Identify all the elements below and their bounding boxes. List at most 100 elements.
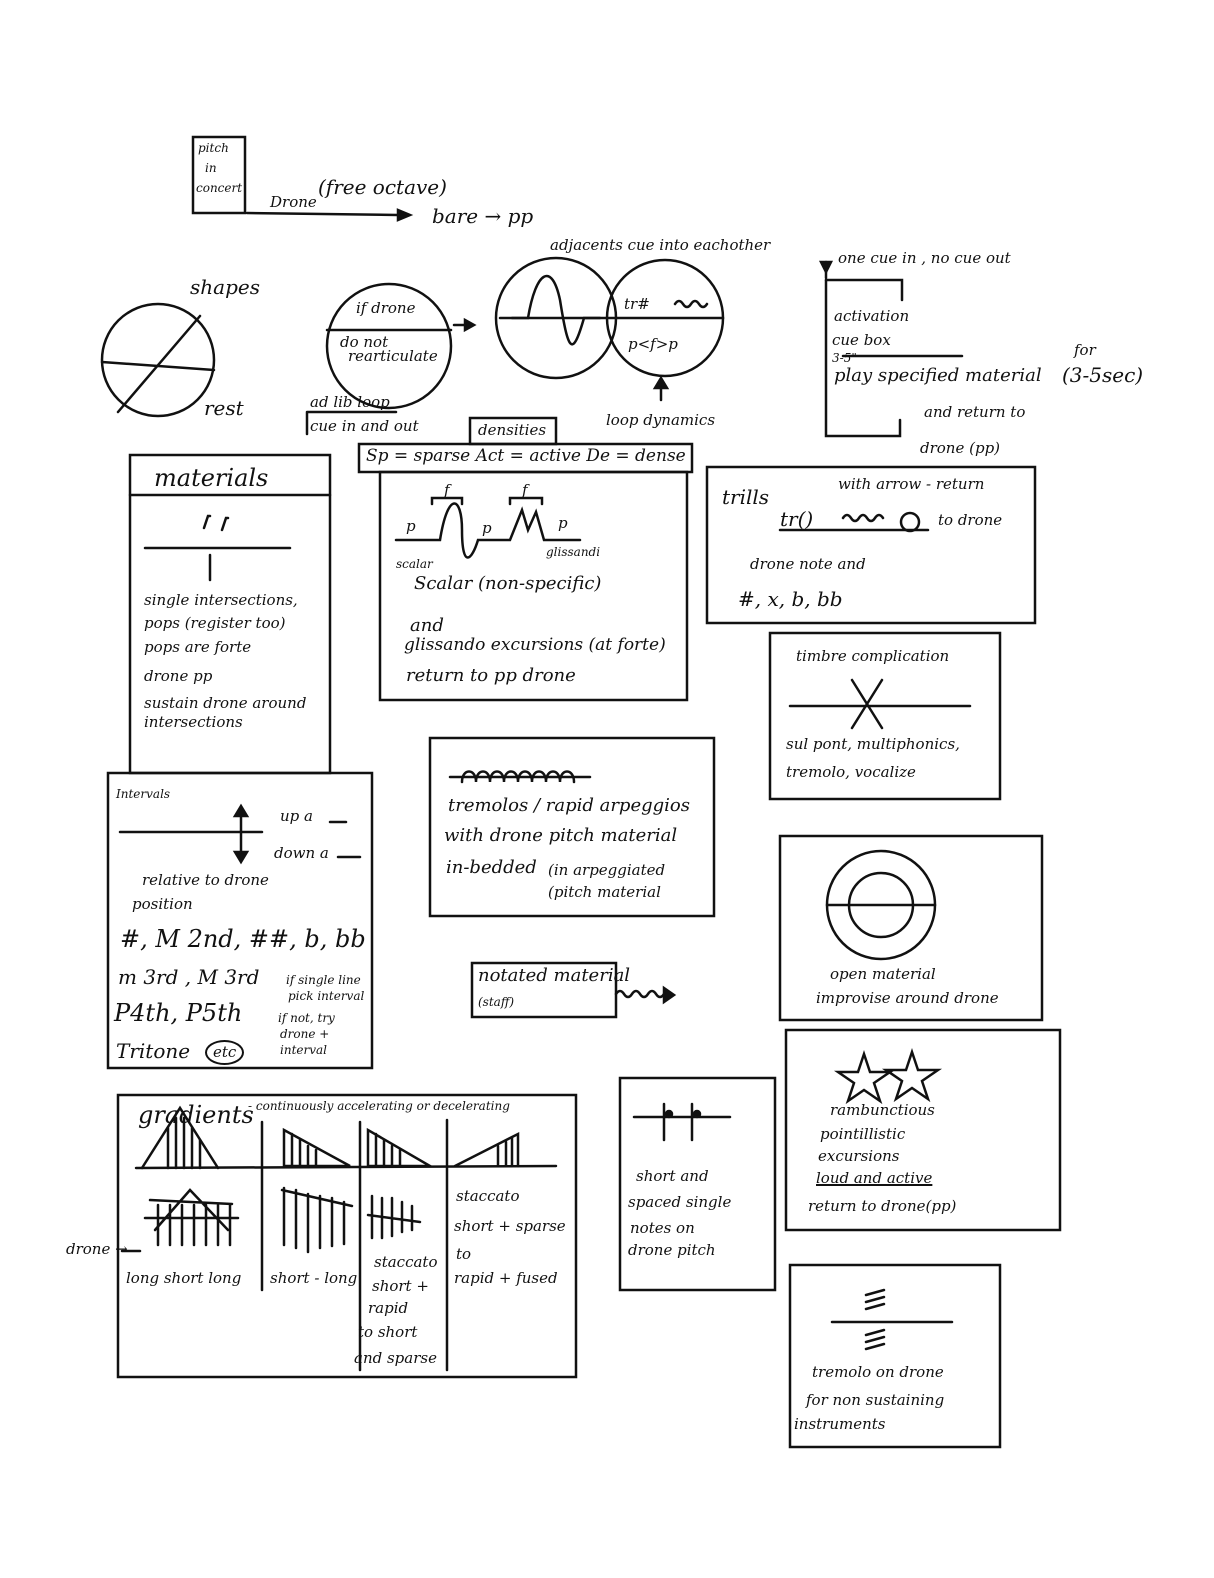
- scalar-line: glissando excursions (at forte): [404, 635, 666, 655]
- pitch-box-line-3: concert: [196, 181, 243, 195]
- tremolo-drone-line: for non sustaining: [806, 1391, 945, 1409]
- trills-title: trills: [722, 485, 770, 509]
- trills-line: #, x, b, bb: [738, 587, 843, 611]
- gradients-col2: short - long: [270, 1269, 358, 1287]
- dynamics-mark: p<f>p: [628, 335, 678, 353]
- scalar-p1: p: [406, 517, 416, 535]
- materials-line: single intersections,: [144, 591, 298, 609]
- for-label: for: [1074, 341, 1096, 359]
- intervals-note: if not, try: [278, 1011, 335, 1025]
- drone-arrow: [245, 211, 400, 217]
- gradients-col4: rapid + fused: [454, 1269, 558, 1287]
- gradients-col4: short + sparse: [454, 1217, 566, 1235]
- tremolos-line: in-bedded: [446, 857, 537, 878]
- notated-staff: (staff): [478, 995, 514, 1009]
- intervals-etc: etc: [205, 1040, 245, 1066]
- tremolo-drone-icon: [830, 1288, 954, 1351]
- rest-label: rest: [204, 396, 244, 420]
- scalar-p2: p: [482, 519, 492, 537]
- materials-line: sustain drone around: [144, 694, 307, 712]
- gradients-col4: staccato: [456, 1187, 520, 1205]
- short-spaced-staff-icon: [632, 1102, 732, 1142]
- short-spaced-line: spaced single: [628, 1193, 732, 1211]
- timbre-line: sul pont, multiphonics,: [786, 735, 960, 753]
- gradients-col3: and sparse: [354, 1349, 437, 1367]
- tremolos-line: tremolos / rapid arpeggios: [448, 795, 690, 816]
- gradients-frame: [116, 1093, 578, 1379]
- adjacent-circles-icon: [494, 256, 725, 380]
- do-not-label: do not: [340, 333, 389, 351]
- one-cue-label: one cue in , no cue out: [838, 249, 1011, 267]
- intervals-note: drone +: [280, 1027, 330, 1041]
- pitch-box-line-2: in: [205, 161, 217, 175]
- adjacents-label: adjacents cue into eachother: [550, 236, 771, 254]
- scalar-line: and: [410, 615, 444, 636]
- intervals-note: pick interval: [288, 989, 365, 1003]
- gradients-col1: long short long: [126, 1269, 242, 1287]
- open-material-line: improvise around drone: [816, 989, 999, 1007]
- for-secs-label: (3-5sec): [1062, 363, 1144, 387]
- tremolo-drone-line: instruments: [794, 1415, 886, 1433]
- if-drone-label: if drone: [356, 299, 416, 317]
- drone-pp-label: drone (pp): [920, 439, 1001, 457]
- arpeggio-coil-icon: [448, 770, 592, 784]
- short-spaced-line: drone pitch: [628, 1241, 716, 1259]
- pitch-box-line-1: pitch: [198, 141, 229, 155]
- play-specified-label: play specified material: [834, 365, 1042, 386]
- loop-dynamics-label: loop dynamics: [606, 411, 716, 429]
- intervals-line: P4th, P5th: [114, 999, 243, 1027]
- timbre-line: tremolo, vocalize: [786, 763, 916, 781]
- notated-arrow-icon: [614, 985, 677, 1005]
- scalar-line: Scalar (non-specific): [414, 573, 602, 594]
- scalar-line: return to pp drone: [406, 665, 576, 686]
- materials-notes: single intersections, pops (register too…: [144, 591, 307, 732]
- stars-icon: [833, 1048, 943, 1105]
- timbre-title: timbre complication: [796, 647, 950, 665]
- intervals-down: down a: [274, 844, 329, 862]
- timbre-x-icon: [788, 678, 972, 730]
- scalar-small-label: scalar: [396, 557, 433, 571]
- materials-title: materials: [154, 464, 269, 492]
- materials-line: intersections: [144, 713, 243, 732]
- scalar-p3: p: [558, 514, 568, 532]
- rambunctious-line: rambunctious: [830, 1101, 935, 1119]
- scalar-f2: f: [522, 481, 528, 499]
- gradients-title: gradients: [138, 1101, 254, 1129]
- gradients-subtitle: - continuously accelerating or decelerat…: [248, 1099, 510, 1113]
- drone-dynamic: bare → pp: [432, 204, 534, 228]
- intervals-title: Intervals: [116, 787, 171, 801]
- activation-label: activation: [834, 307, 910, 325]
- gradients-diagrams: [134, 1105, 558, 1372]
- notated-line: notated material: [478, 965, 631, 986]
- drone-label: Drone: [270, 193, 317, 211]
- rambunctious-loud: loud and active: [816, 1169, 933, 1187]
- gradients-col3: staccato: [374, 1253, 438, 1271]
- trills-arrow-label: with arrow - return: [838, 475, 985, 493]
- trill-mark: tr#: [624, 295, 650, 313]
- glissandi-label: glissandi: [546, 545, 601, 559]
- open-material-line: open material: [830, 965, 936, 983]
- rest-circle-icon: [100, 302, 216, 418]
- materials-staff-icon: [143, 514, 292, 582]
- tremolos-paren: (pitch material: [548, 883, 661, 901]
- drone-arrowhead: [396, 208, 414, 222]
- trills-mark: tr(): [780, 507, 814, 531]
- intervals-note: if single line: [286, 973, 361, 987]
- short-spaced-line: short and: [636, 1167, 709, 1185]
- gradients-col3: short +: [372, 1277, 429, 1295]
- drone-free-octave: (free octave): [318, 175, 447, 199]
- intervals-line: m 3rd , M 3rd: [118, 965, 260, 989]
- intervals-up: up a: [280, 807, 313, 825]
- gradients-col3: to short: [358, 1323, 418, 1341]
- trills-to-drone: to drone: [938, 511, 1003, 529]
- intervals-line: #, M 2nd, ##, b, bb: [120, 925, 366, 953]
- rambunctious-line: excursions: [818, 1147, 900, 1165]
- open-material-ring-icon: [825, 849, 937, 961]
- cue-in-out-label: cue in and out: [310, 417, 419, 435]
- materials-line: drone pp: [144, 666, 213, 685]
- rambunctious-line: pointillistic: [820, 1125, 906, 1143]
- shapes-title: shapes: [190, 275, 260, 299]
- densities-title: densities: [478, 421, 547, 439]
- trills-line: drone note and: [750, 555, 866, 573]
- rambunctious-return: return to drone(pp): [808, 1197, 957, 1215]
